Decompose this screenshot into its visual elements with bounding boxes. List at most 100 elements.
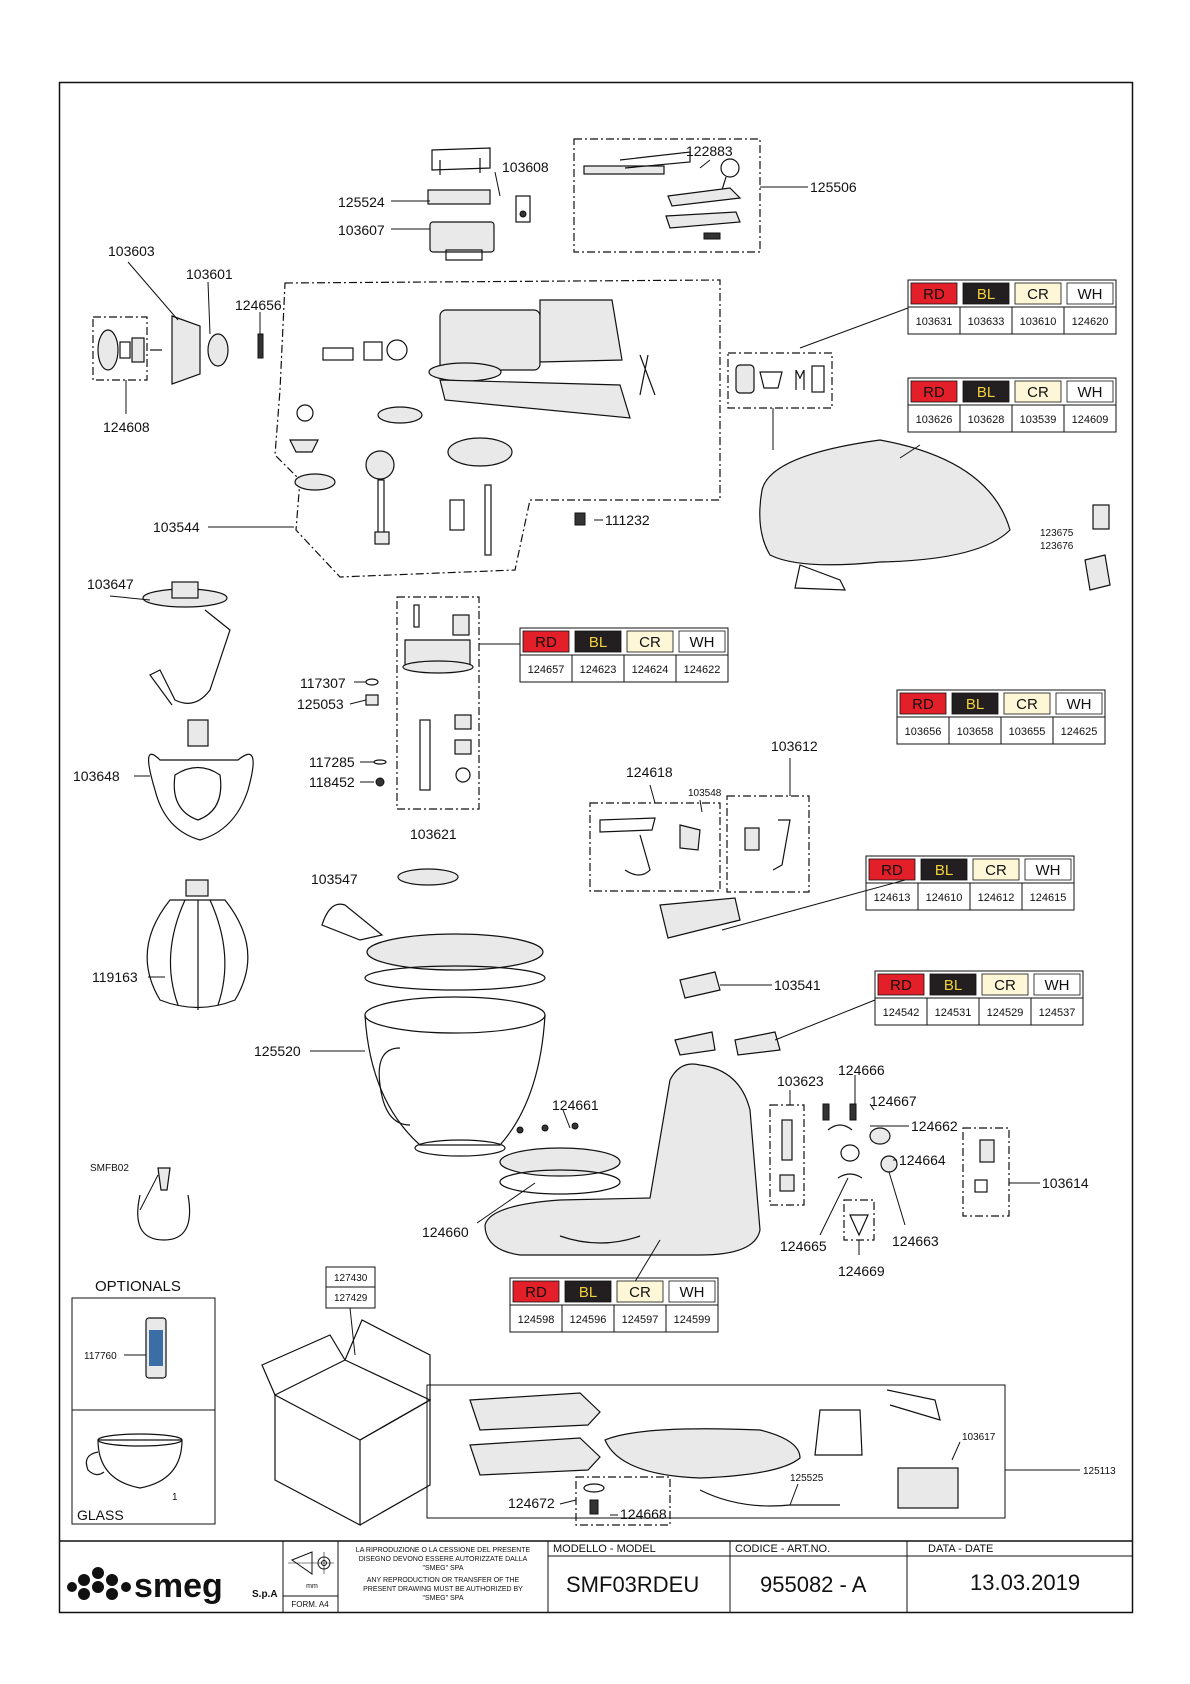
label-optionals: OPTIONALS — [95, 1278, 181, 1295]
label-124666: 124666 — [838, 1062, 885, 1078]
disclaimer-it-line-3: "SMEG" SPA — [422, 1565, 463, 1572]
brand-suffix: S.p.A — [252, 1589, 278, 1600]
label-103608: 103608 — [502, 159, 549, 175]
model-caption: MODELLO - MODEL — [553, 1543, 656, 1555]
color-header-bl: BL — [589, 634, 607, 651]
color-header-bl: BL — [977, 286, 995, 303]
disclaimer-en-line-2: PRESENT DRAWING MUST BE AUTHORIZED BY — [363, 1586, 523, 1593]
color-code: 103656 — [905, 726, 942, 738]
color-swatch-wh — [1066, 282, 1114, 305]
color-code: 103655 — [1009, 726, 1046, 738]
color-swatch-cr — [981, 973, 1029, 996]
color-code: 124623 — [580, 664, 617, 676]
color-swatch-wh — [1066, 380, 1114, 403]
color-header-cr: CR — [994, 977, 1016, 994]
color-header-cr: CR — [1027, 384, 1049, 401]
format-label: FORM. A4 — [291, 1600, 329, 1609]
color-swatch-cr — [1014, 380, 1062, 403]
label-glass-number: 1 — [172, 1492, 178, 1503]
label-125113: 125113 — [1083, 1466, 1116, 1477]
color-code: 124542 — [883, 1007, 920, 1019]
color-code: 124615 — [1030, 892, 1067, 904]
label-125053: 125053 — [297, 696, 344, 712]
label-103601: 103601 — [186, 266, 233, 282]
color-code: 124613 — [874, 892, 911, 904]
color-code: 124531 — [935, 1007, 972, 1019]
base-group-box — [426, 1384, 1006, 1519]
label-124660: 124660 — [422, 1224, 469, 1240]
color-swatch-wh — [668, 1280, 716, 1303]
color-header-wh: WH — [1078, 384, 1103, 401]
label-117307: 117307 — [300, 675, 346, 691]
color-code: 124596 — [570, 1314, 607, 1326]
color-code: 124622 — [684, 664, 721, 676]
color-header-wh: WH — [1036, 862, 1061, 879]
color-code: 124620 — [1072, 316, 1109, 328]
label-103614: 103614 — [1042, 1175, 1089, 1191]
color-code: 103610 — [1020, 316, 1057, 328]
color-swatch-wh — [1024, 858, 1072, 881]
color-swatch-rd — [868, 858, 916, 881]
brand-name: smeg — [134, 1567, 223, 1605]
color-code: 103631 — [916, 316, 953, 328]
label-103648: 103648 — [73, 768, 120, 784]
label-119163: 119163 — [92, 969, 138, 985]
label-glass: GLASS — [77, 1507, 124, 1523]
color-swatch-rd — [910, 282, 958, 305]
label-103612: 103612 — [771, 738, 818, 754]
label-127429: 127429 — [334, 1293, 368, 1304]
color-code: 124625 — [1061, 726, 1098, 738]
color-swatch-rd — [910, 380, 958, 403]
disclaimer-en-line-1: ANY REPRODUCTION OR TRANSFER OF THE — [367, 1577, 520, 1584]
color-header-cr: CR — [1016, 696, 1038, 713]
color-swatch-cr — [1003, 692, 1051, 715]
label-103623: 103623 — [777, 1073, 824, 1089]
color-swatch-bl — [962, 282, 1010, 305]
label-123676: 123676 — [1040, 541, 1074, 552]
color-swatch-rd — [899, 692, 947, 715]
color-swatch-bl — [929, 973, 977, 996]
color-header-rd: RD — [890, 977, 912, 994]
code-value: 955082 - A — [760, 1572, 867, 1597]
color-header-cr: CR — [985, 862, 1007, 879]
color-swatch-wh — [1033, 973, 1081, 996]
color-swatch-bl — [574, 630, 622, 653]
color-swatch-rd — [522, 630, 570, 653]
label-124665: 124665 — [780, 1238, 827, 1254]
label-124667: 124667 — [870, 1093, 917, 1109]
label-124661: 124661 — [552, 1097, 599, 1113]
color-header-rd: RD — [912, 696, 934, 713]
unit-label: mm — [306, 1583, 318, 1590]
label-124669: 124669 — [838, 1263, 885, 1279]
disclaimer-it-line-2: DISEGNO DEVONO ESSERE AUTORIZZATE DALLA — [359, 1556, 528, 1563]
color-header-wh: WH — [1045, 977, 1070, 994]
color-header-bl: BL — [944, 977, 962, 994]
projection-symbol-icon — [288, 1551, 334, 1575]
color-variant-tables: RD103631BL103633CR103610WH124620RD103626… — [509, 279, 1117, 1333]
parts-artwork — [71, 138, 1111, 1526]
code-caption: CODICE - ART.NO. — [735, 1543, 830, 1555]
color-header-cr: CR — [629, 1284, 651, 1301]
color-code: 124599 — [674, 1314, 711, 1326]
label-125506: 125506 — [810, 179, 857, 195]
title-block: smeg S.p.A mm FORM. A4 LA RIPRODUZIONE O… — [59, 1540, 1133, 1612]
color-swatch-cr — [1014, 282, 1062, 305]
label-103617: 103617 — [962, 1432, 996, 1443]
color-swatch-bl — [920, 858, 968, 881]
color-code: 103633 — [968, 316, 1005, 328]
disclaimer-en-line-3: "SMEG" SPA — [422, 1595, 463, 1602]
label-103548: 103548 — [688, 788, 722, 799]
date-caption: DATA - DATE — [928, 1543, 993, 1555]
label-103544: 103544 — [153, 519, 200, 535]
label-124663: 124663 — [892, 1233, 939, 1249]
label-103647: 103647 — [87, 576, 134, 592]
label-124618: 124618 — [626, 764, 673, 780]
color-swatch-bl — [962, 380, 1010, 403]
color-header-wh: WH — [1078, 286, 1103, 303]
color-code: 124612 — [978, 892, 1015, 904]
